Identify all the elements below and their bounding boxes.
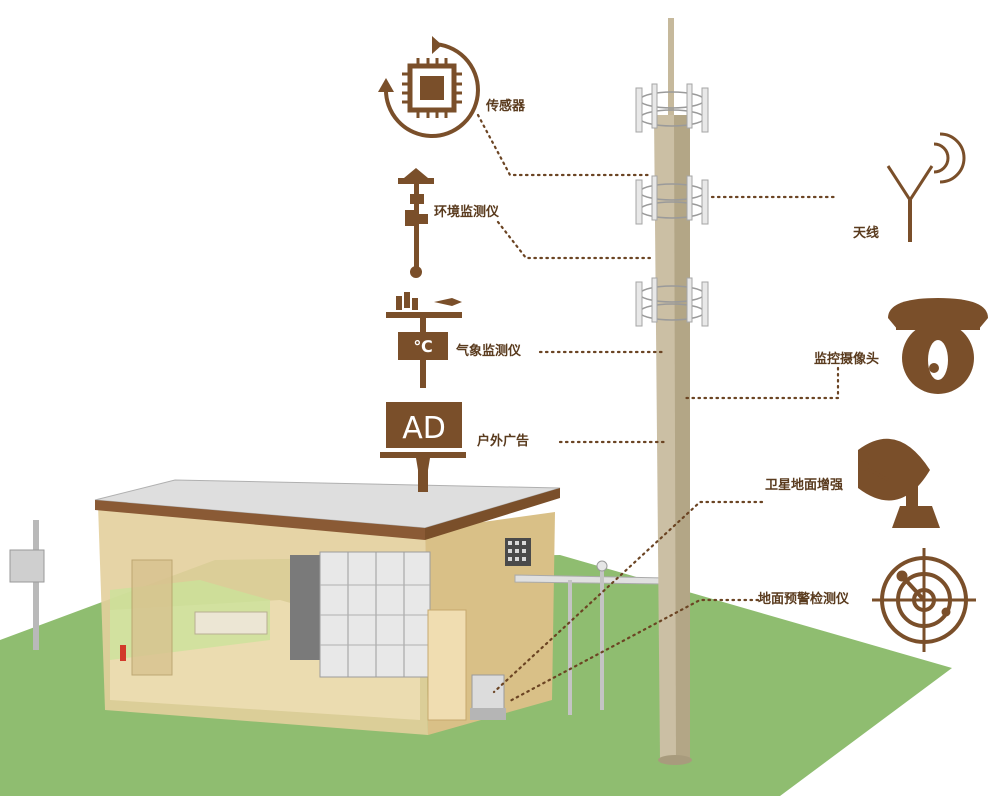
label-ground-warning: 地面预警检测仪 — [758, 592, 850, 607]
equipment-shelter — [94, 479, 561, 735]
billboard-icon: AD — [380, 402, 466, 492]
label-outdoor-ad: 户外广告 — [477, 434, 530, 449]
cable-tray — [514, 560, 666, 715]
satellite-connector — [492, 500, 764, 694]
sensor-connector — [476, 113, 654, 177]
ad-text: AD — [402, 411, 446, 446]
chip-cycle-icon — [378, 36, 480, 138]
label-camera: 监控摄像头 — [814, 352, 880, 367]
communication-tower — [635, 18, 709, 765]
satellite-dish-icon — [858, 438, 940, 528]
label-weather-monitor: 气象监测仪 — [456, 344, 522, 359]
warning-connector — [506, 598, 760, 704]
label-antenna: 天线 — [853, 226, 880, 241]
dome-camera-icon — [888, 298, 988, 394]
antenna-icon — [886, 132, 966, 242]
label-env-monitor: 环境监测仪 — [434, 205, 500, 220]
side-pole — [9, 520, 45, 650]
connector-lines — [476, 113, 840, 704]
environment-monitor-icon — [398, 168, 434, 278]
label-satellite: 卫星地面增强 — [765, 478, 844, 493]
weather-station-icon: ℃ — [386, 292, 462, 388]
env-connector — [496, 220, 654, 260]
radar-icon — [872, 548, 976, 652]
camera-connector — [684, 366, 840, 400]
label-sensor: 传感器 — [486, 99, 526, 114]
celsius-text: ℃ — [413, 337, 432, 356]
